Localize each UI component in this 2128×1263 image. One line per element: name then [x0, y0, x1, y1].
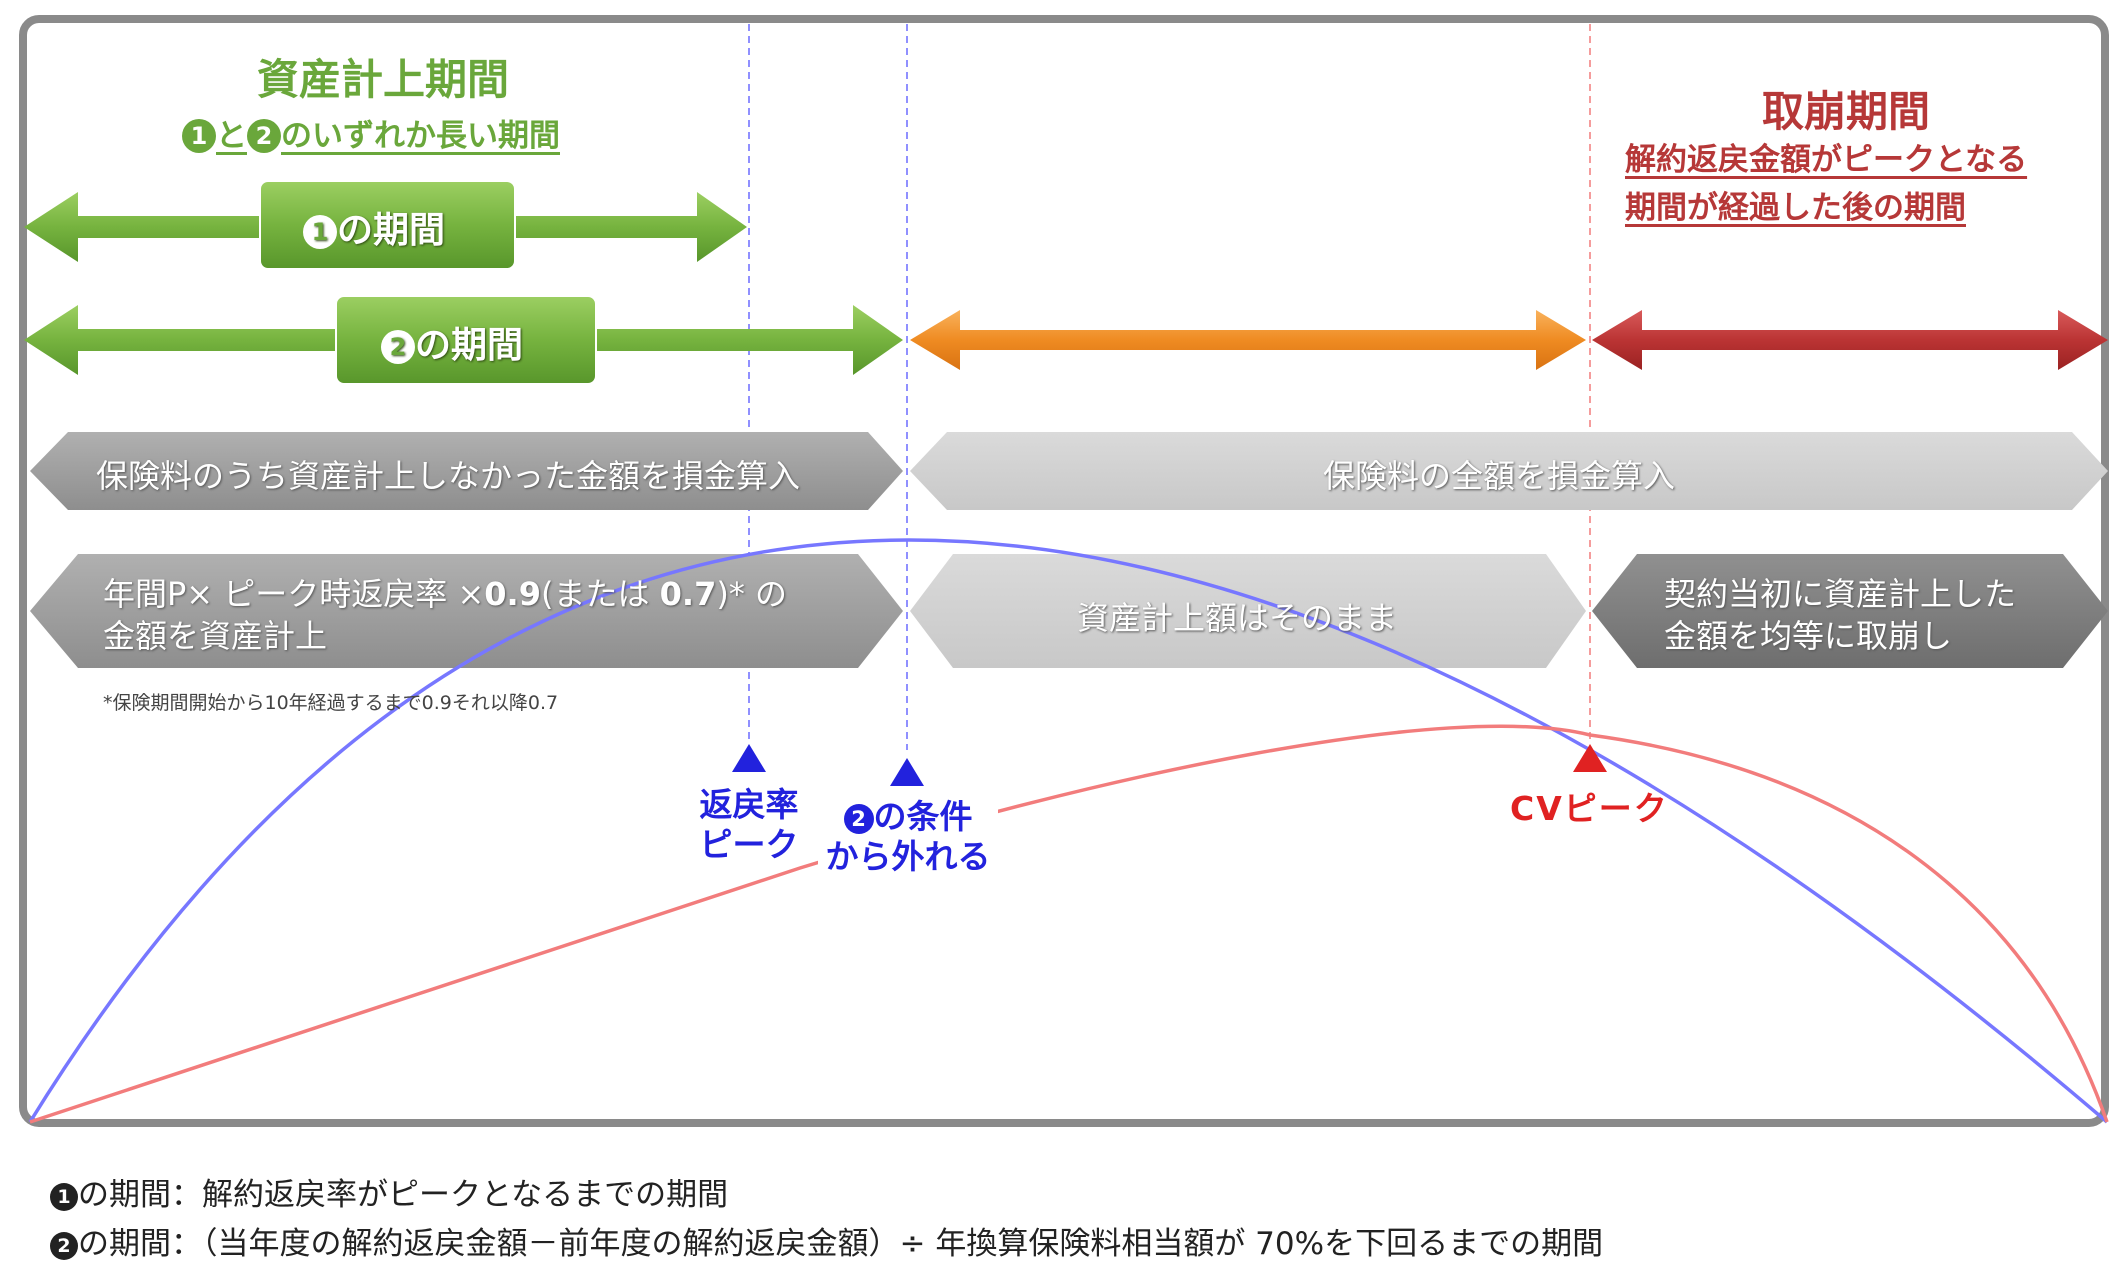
- circled-number-2: 2: [843, 804, 874, 834]
- cv-peak-triangle-icon: [1573, 744, 1607, 772]
- row1-right-text: 保険料の全額を損金算入: [1323, 457, 1676, 495]
- orange-period-arrow: [910, 310, 1586, 370]
- circled-number-2: 2: [247, 119, 281, 153]
- refund-rate-curve: [28, 538, 2109, 1124]
- circled-number-2: 2: [50, 1232, 78, 1260]
- cv-amount-curve: [29, 724, 2109, 1124]
- circled-number-1: 1: [50, 1183, 78, 1211]
- footnote: *保険期間開始から10年経過するまで0.9それ以降0.7: [103, 692, 559, 714]
- cv-peak-label: CVピーク: [1510, 789, 1669, 828]
- row1-left-bar: [30, 432, 903, 510]
- reversal-period-desc-line2: 期間が経過した後の期間: [1625, 190, 1966, 226]
- refund-peak-triangle-icon: [732, 744, 766, 772]
- row2-right-bar: [1592, 554, 2108, 668]
- row2-middle-bar: [910, 554, 1586, 668]
- row1-right-bar: [910, 432, 2108, 510]
- row2-right-text: 契約当初に資産計上した 金額を均等に取崩し: [1664, 575, 2017, 655]
- refund-rate-peak-label: 返戻率 ピーク: [699, 785, 799, 864]
- reversal-period-arrow: [1592, 310, 2108, 370]
- circled-number-2: 2: [381, 330, 415, 364]
- row2-left-bar: [30, 554, 903, 668]
- reversal-period-title: 取崩期間: [1762, 87, 1931, 136]
- cond2-triangle-icon: [890, 758, 924, 786]
- asset-period-title: 資産計上期間: [257, 55, 510, 104]
- circled-number-1: 1: [182, 119, 216, 153]
- circled-number-1: 1: [303, 215, 337, 249]
- row2-middle-text: 資産計上額はそのまま: [1077, 599, 1398, 637]
- reversal-period-desc-line1: 解約返戻金額がピークとなる: [1625, 142, 2028, 178]
- row2-left-text: 年間P× ピーク時返戻率 ×0.9(または 0.7)* の 金額を資産計上: [103, 575, 787, 655]
- row1-left-text: 保険料のうち資産計上しなかった金額を損金算入: [96, 457, 801, 495]
